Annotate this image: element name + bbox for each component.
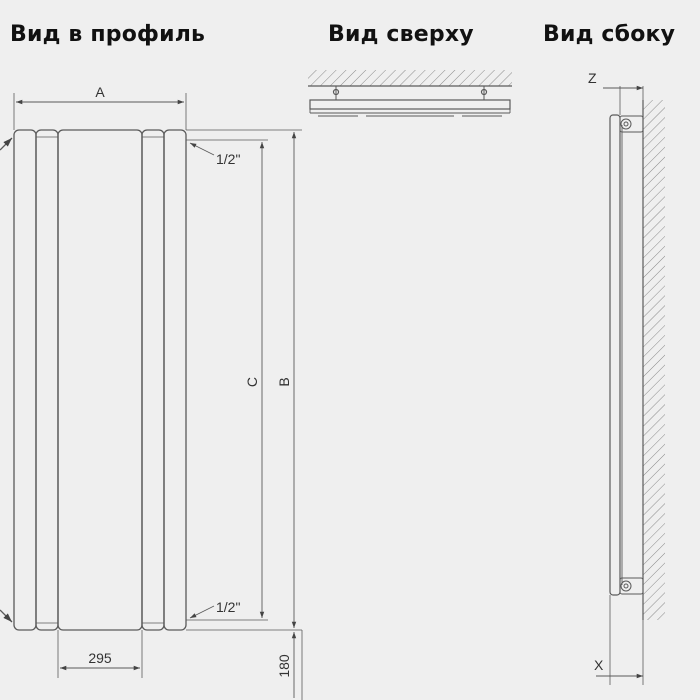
profile-view — [0, 93, 303, 700]
heading-side-view: Вид сбоку — [543, 22, 676, 47]
label-connection-bottom: 1/2" — [216, 599, 240, 615]
side-bracket-bottom — [619, 577, 644, 595]
label-connection-top: 1/2" — [216, 151, 240, 167]
heading-profile-view: Вид в профиль — [10, 22, 206, 47]
panel-4 — [141, 129, 165, 631]
connection-top-leader — [189, 142, 215, 156]
radiator-side — [609, 114, 621, 596]
left-connection-bottom-arrow — [0, 609, 13, 623]
label-b: B — [276, 377, 292, 386]
side-view — [596, 85, 665, 685]
label-295: 295 — [88, 650, 112, 666]
heading-top-view: Вид сверху — [328, 22, 474, 47]
radiator-top — [309, 99, 511, 110]
panel-2 — [35, 129, 59, 631]
top-view — [308, 70, 512, 117]
bracket-right — [480, 88, 488, 96]
left-connection-top-arrow — [0, 137, 13, 151]
radiator-front — [13, 129, 187, 631]
label-z: Z — [588, 70, 597, 86]
panel-1 — [13, 129, 37, 631]
label-x: X — [594, 657, 604, 673]
label-180: 180 — [276, 654, 292, 678]
label-a: A — [95, 84, 105, 100]
ceiling-wall-hatch — [308, 70, 512, 86]
panel-3 — [57, 129, 143, 631]
connection-bottom-leader — [189, 605, 215, 619]
panel-5 — [163, 129, 187, 631]
side-bracket-top — [619, 115, 644, 133]
bracket-left — [332, 88, 340, 96]
side-wall-hatch — [643, 100, 665, 620]
label-c: C — [244, 377, 260, 387]
